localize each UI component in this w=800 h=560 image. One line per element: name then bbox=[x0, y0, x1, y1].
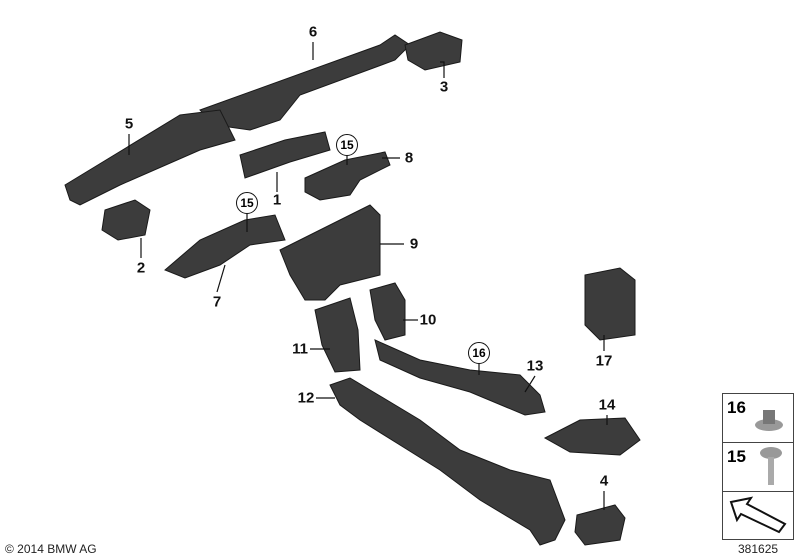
fastener-legend: 16 15 bbox=[722, 393, 794, 540]
part-label-2: 2 bbox=[136, 259, 146, 277]
part-10-duct bbox=[369, 282, 406, 341]
part-label-6: 6 bbox=[308, 23, 318, 41]
part-label-12: 12 bbox=[297, 389, 315, 407]
part-label-7: 7 bbox=[212, 293, 222, 311]
part-9-duct bbox=[279, 204, 381, 301]
part-13-duct bbox=[374, 339, 546, 416]
part-8-duct bbox=[304, 151, 391, 201]
part-label-1: 1 bbox=[272, 191, 282, 209]
legend-row-arrow bbox=[723, 492, 793, 540]
part-11-duct bbox=[314, 297, 361, 373]
legend-row-16: 16 bbox=[723, 394, 793, 443]
circled-label-16: 16 bbox=[468, 342, 490, 364]
hex-nut-icon bbox=[755, 410, 783, 431]
circled-label-15: 15 bbox=[236, 192, 258, 214]
leader-lines bbox=[128, 42, 608, 510]
part-label-8: 8 bbox=[404, 149, 414, 167]
part-17-vent bbox=[584, 267, 636, 341]
legend-number: 15 bbox=[727, 447, 746, 466]
part-4-vent bbox=[574, 504, 626, 546]
arrow-icon bbox=[729, 496, 787, 534]
diagram-id: 381625 bbox=[738, 542, 779, 556]
legend-number: 16 bbox=[727, 398, 746, 417]
part-label-13: 13 bbox=[526, 357, 544, 375]
part-label-5: 5 bbox=[124, 115, 134, 133]
part-label-9: 9 bbox=[409, 235, 419, 253]
part-5-duct bbox=[64, 109, 236, 206]
part-label-4: 4 bbox=[599, 472, 609, 490]
part-6-duct bbox=[199, 34, 411, 131]
part-label-17: 17 bbox=[595, 352, 613, 370]
part-14-cover bbox=[543, 417, 641, 456]
part-label-10: 10 bbox=[419, 311, 437, 329]
part-7-duct bbox=[164, 214, 286, 279]
part-3-vent bbox=[404, 31, 463, 71]
circled-label-15: 15 bbox=[336, 134, 358, 156]
legend-row-15: 15 bbox=[723, 443, 793, 492]
part-label-3: 3 bbox=[439, 78, 449, 96]
screw-icon bbox=[760, 447, 782, 485]
part-2-vent bbox=[101, 199, 151, 241]
part-1-vents bbox=[239, 131, 331, 179]
part-12-duct bbox=[329, 377, 566, 546]
part-label-14: 14 bbox=[598, 396, 616, 414]
part-label-11: 11 bbox=[292, 340, 308, 358]
copyright: © 2014 BMW AG bbox=[5, 542, 97, 556]
